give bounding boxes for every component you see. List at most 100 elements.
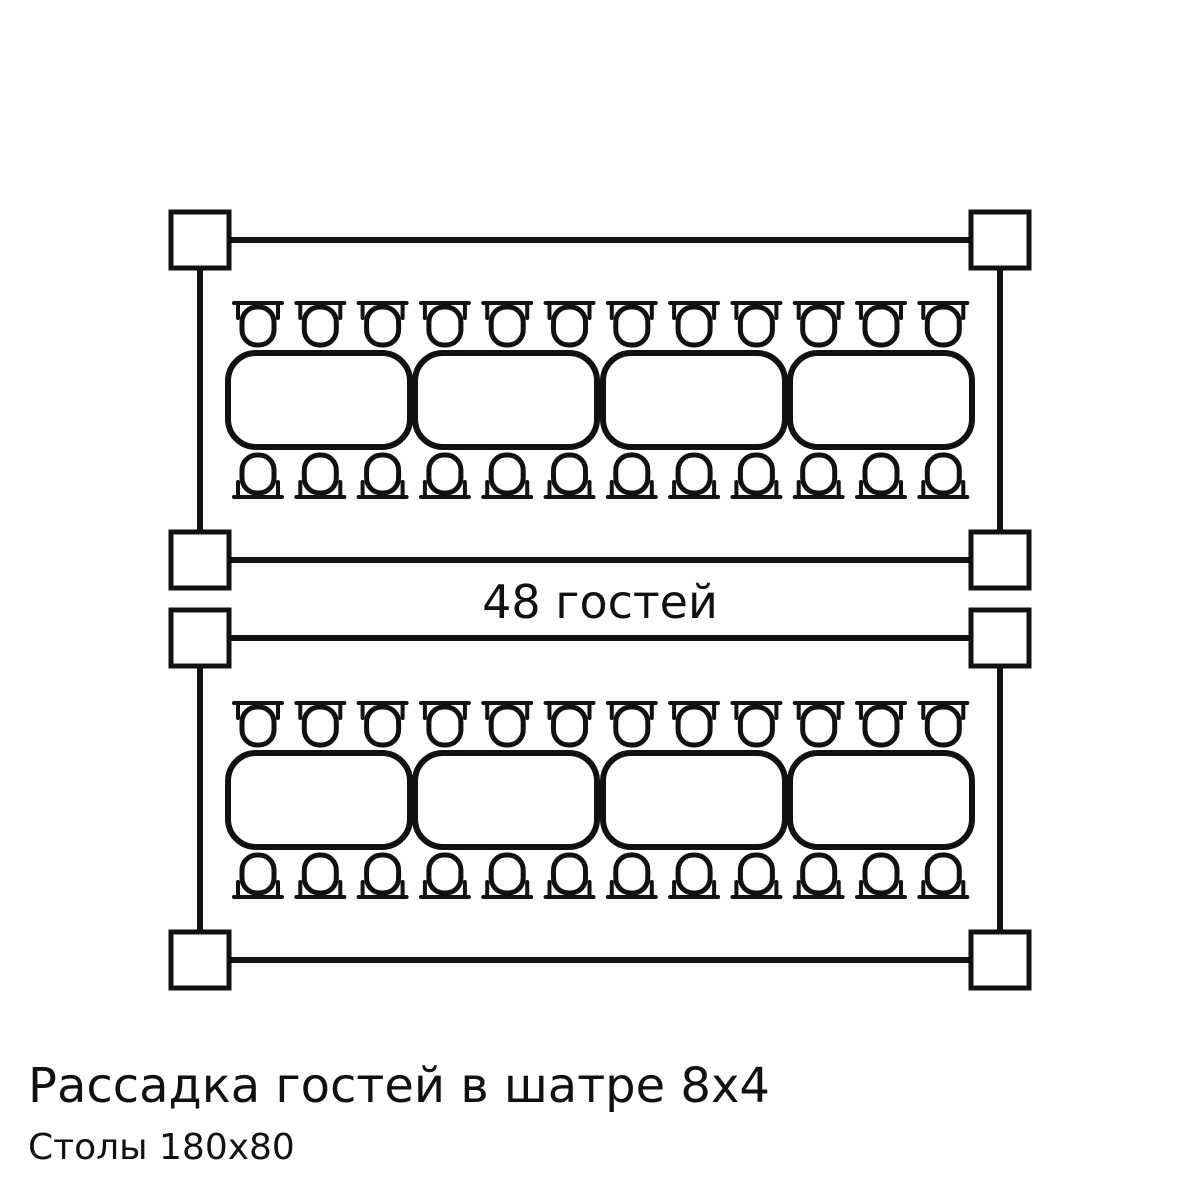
chair [855,852,907,899]
chair [356,452,409,499]
chair [792,852,845,899]
chair-seat [862,852,900,896]
chair [917,301,970,348]
chair-seat [364,852,402,896]
chair [917,701,970,748]
chair-seat [239,452,277,496]
chair-seat [675,852,713,896]
chair [232,701,284,748]
chair [294,701,347,748]
chair [792,452,845,499]
chair-seat [613,304,651,348]
chair-seat [800,704,838,748]
chair-seat [737,452,775,496]
chair [668,301,721,348]
chair-seat [551,304,588,348]
chair-seat [924,704,962,748]
chair [917,452,970,499]
corner-post [168,607,232,669]
chair-seat [239,304,277,348]
chair-seat [488,452,526,496]
chair [232,301,284,348]
tent-section [168,607,1032,991]
chair [730,852,783,899]
chair-seat [426,704,464,748]
corner-post [968,209,1032,271]
table [787,750,975,850]
chair [481,701,534,748]
chair [232,852,284,899]
chair-seat [862,452,900,496]
tables-layer [225,350,975,850]
chair-seat [737,304,775,348]
table [787,350,975,450]
diagram-title: Рассадка гостей в шатре 8x4 [28,1058,770,1114]
chair [543,301,596,348]
chair [730,301,783,348]
chair [418,701,471,748]
chair-seat [364,304,402,348]
chair [294,301,347,348]
table [412,750,600,850]
chair-seat [301,852,339,896]
guest-count-label: 48 гостей [482,575,718,629]
chair-seat [301,704,339,748]
chair [792,301,845,348]
chair-seat [800,304,838,348]
chair [232,452,284,499]
corner-post [968,929,1032,991]
chair [730,701,783,748]
chair [418,852,471,899]
chair [668,452,721,499]
chair [543,452,596,499]
chair-seat [301,452,339,496]
chair [356,301,409,348]
chair-seat [426,304,464,348]
chair-seat [301,304,339,348]
chair [356,852,409,899]
chair [605,452,658,499]
chair-seat [364,704,402,748]
chair-seat [800,852,838,896]
chair [481,852,534,899]
chair [668,852,721,899]
chair-seat [239,704,277,748]
chair [605,701,658,748]
tent-frame [168,209,1032,991]
chair [730,452,783,499]
chair-seat [737,852,775,896]
chair-seat [426,852,464,896]
chair-seat [737,704,775,748]
chair [605,852,658,899]
table [225,750,413,850]
chair-seat [426,452,464,496]
corner-post [968,529,1032,591]
chair [855,301,907,348]
chair-seat [862,304,900,348]
chair-seat [675,704,713,748]
table [600,750,788,850]
chair-seat [551,852,588,896]
chair [294,852,347,899]
chair [855,701,907,748]
chair [356,701,409,748]
chair [481,301,534,348]
chair-seat [551,452,588,496]
diagram-subtitle: Столы 180x80 [28,1127,295,1168]
chair-seat [675,304,713,348]
chair [917,852,970,899]
chair [418,452,471,499]
chair-seat [924,304,962,348]
chair-seat [613,452,651,496]
chair-seat [675,452,713,496]
chair [543,852,596,899]
chair-seat [800,452,838,496]
corner-post [168,209,232,271]
chair-seat [488,704,526,748]
chair [418,301,471,348]
chair-seat [488,852,526,896]
table [600,350,788,450]
corner-post [968,607,1032,669]
chair [605,301,658,348]
